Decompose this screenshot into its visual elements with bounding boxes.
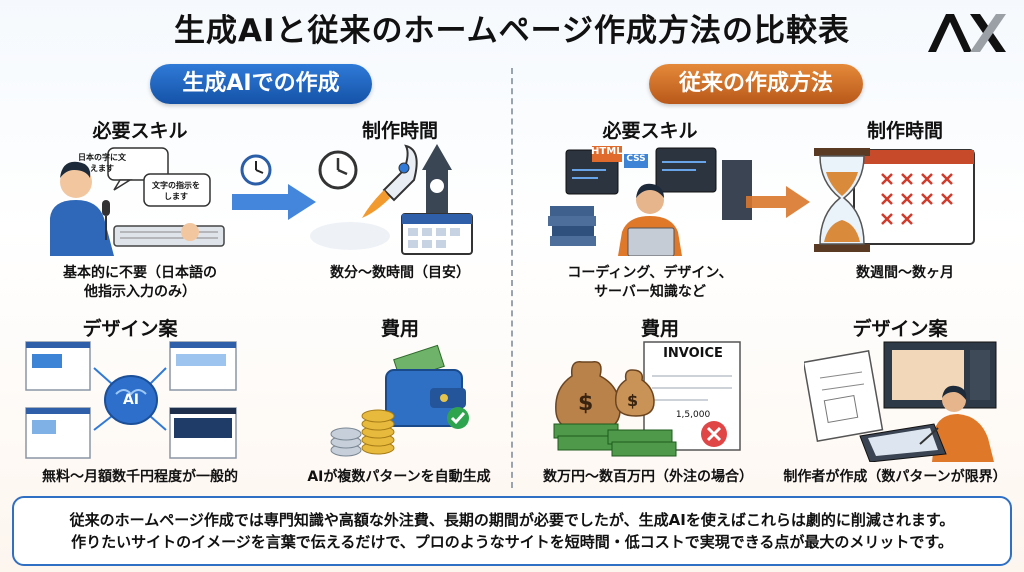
person-typing-illustration: [40, 144, 240, 256]
trad-skill-caption-2: サーバー知識など: [594, 284, 706, 300]
speech-bubble-1: 日本の字に文えます: [78, 153, 126, 173]
trad-cost-caption: 数万円〜数百万円（外注の場合）: [543, 469, 753, 485]
trad-skill-label: 必要スキル: [602, 120, 698, 142]
ai-design-caption: 無料〜月額数千円程度が一般的: [42, 469, 238, 485]
ai-skill-label: 必要スキル: [92, 120, 188, 142]
coder-workstation-illustration: [546, 140, 756, 257]
ai-brain-websites-illustration: [24, 338, 244, 464]
svg-text:$: $: [578, 391, 593, 416]
summary-line-2: 作りたいサイトのイメージを言葉で伝えるだけで、プロのようなサイトを短時間・低コス…: [71, 533, 953, 551]
ai-brain-label: AI: [122, 392, 140, 408]
invoice-title: INVOICE: [663, 346, 723, 361]
trad-design-label: デザイン案: [852, 318, 948, 340]
arrow-right-icon: [746, 184, 812, 220]
rocket-clock-illustration: [310, 140, 480, 256]
trad-design-caption: 制作者が作成（数パターンが限界）: [783, 469, 1007, 485]
clock-arrow-icon: [232, 150, 322, 220]
ai-skill-caption-1: 基本的に不要（日本語の: [63, 265, 217, 281]
ai-time-label: 制作時間: [361, 120, 438, 142]
trad-cost-label: 費用: [640, 318, 679, 340]
ai-cost-caption: AIが複数パターンを自動生成: [307, 469, 491, 485]
trad-skill-caption-1: コーディング、デザイン、: [567, 265, 733, 281]
page-title: 生成AIと従来のホームページ作成方法の比較表: [174, 13, 850, 49]
hourglass-calendar-illustration: [810, 142, 980, 256]
designer-drawing-illustration: [802, 338, 1004, 463]
summary-box: 従来のホームページ作成では専門知識や高額な外注費、長期の期間が必要でしたが、生成…: [12, 496, 1012, 566]
ai-skill-caption-2: 他指示入力のみ）: [84, 284, 196, 300]
money-invoice-illustration: $ $: [548, 336, 748, 460]
ax-logo: [924, 8, 1010, 58]
ai-section-header: 生成AIでの作成: [150, 64, 372, 104]
ai-design-label: デザイン案: [82, 318, 178, 340]
ai-time-caption: 数分〜数時間（目安）: [330, 265, 470, 281]
wallet-coins-illustration: [326, 340, 476, 460]
section-divider: [511, 68, 513, 488]
svg-text:$: $: [627, 391, 638, 410]
speech-bubble-2: 文字の指示をします: [152, 181, 200, 201]
traditional-section-header: 従来の作成方法: [649, 64, 863, 104]
invoice-amount: 1,5,000: [675, 410, 711, 420]
ai-cost-label: 費用: [380, 318, 419, 340]
css-tag: CSS: [626, 154, 646, 164]
html-tag: HTML: [591, 146, 623, 157]
trad-time-caption: 数週間〜数ヶ月: [856, 265, 954, 281]
trad-time-label: 制作時間: [866, 120, 943, 142]
summary-line-1: 従来のホームページ作成では専門知識や高額な外注費、長期の期間が必要でしたが、生成…: [69, 511, 955, 529]
